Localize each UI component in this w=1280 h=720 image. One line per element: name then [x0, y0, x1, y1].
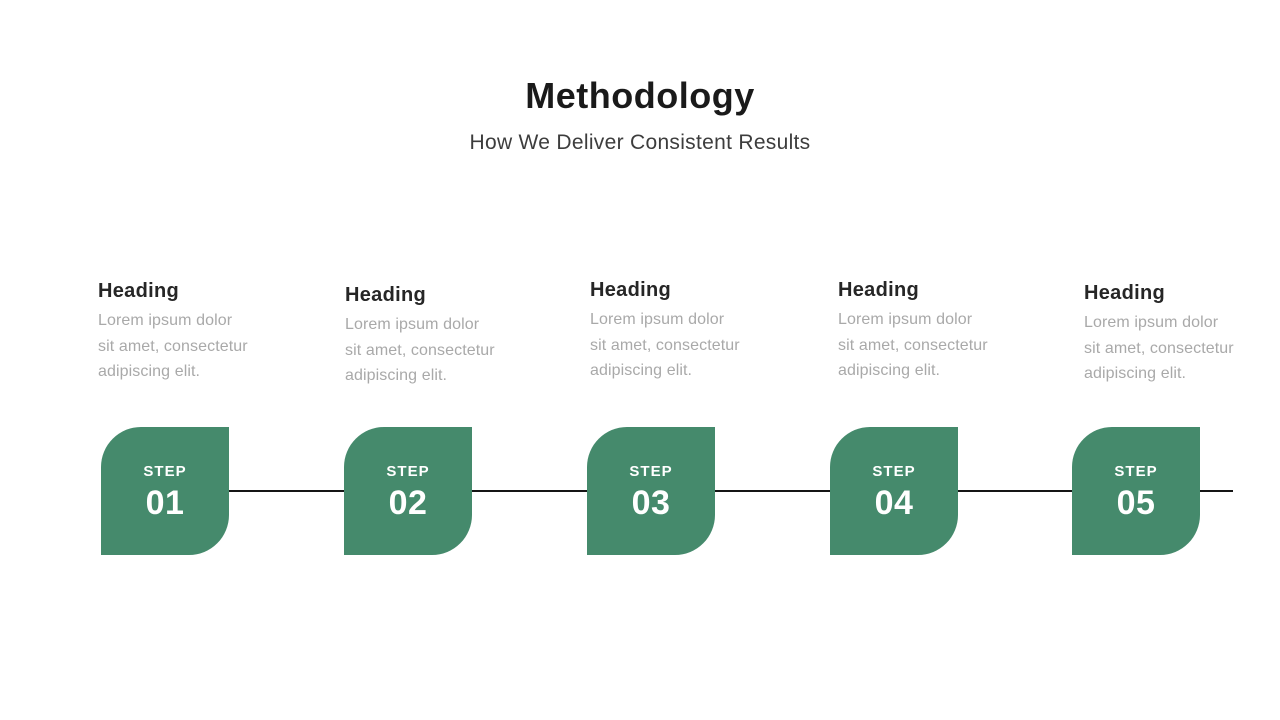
step-1-body-line-1: Lorem ipsum dolor: [98, 312, 233, 329]
step-5-heading: Heading: [1084, 282, 1165, 304]
step-3-text-block: Heading Lorem ipsum dolor sit amet, cons…: [590, 278, 770, 384]
step-4-body-line-2: sit amet, consectetur: [838, 336, 988, 354]
page-title: Methodology: [525, 75, 755, 116]
step-4-body-line-3: adipiscing elit.: [838, 362, 941, 379]
step-4-text-block: Heading Lorem ipsum dolor sit amet, cons…: [838, 278, 1018, 384]
step-3-body-line-3: adipiscing elit.: [590, 362, 693, 379]
step-2-body-line-2: sit amet, consectetur: [345, 341, 495, 359]
step-1-body: Lorem ipsum dolor sit amet, consectetur …: [98, 308, 278, 385]
step-4-badge: STEP 04: [830, 427, 958, 555]
step-4-body-line-1: Lorem ipsum dolor: [838, 311, 973, 328]
step-3-number: 03: [631, 483, 671, 522]
step-1-number: 01: [145, 483, 185, 522]
step-5-body-line-1: Lorem ipsum dolor: [1084, 314, 1219, 331]
step-1-body-line-3: adipiscing elit.: [98, 363, 201, 380]
step-1-heading: Heading: [98, 280, 179, 302]
step-3-heading: Heading: [590, 279, 671, 301]
step-2-body-line-1: Lorem ipsum dolor: [345, 316, 480, 333]
step-3-label: STEP: [629, 462, 673, 480]
step-5-number: 05: [1116, 483, 1156, 522]
step-5-body-line-2: sit amet, consectetur: [1084, 339, 1234, 357]
step-2-heading: Heading: [345, 284, 426, 306]
step-3-body: Lorem ipsum dolor sit amet, consectetur …: [590, 307, 770, 384]
step-5-label: STEP: [1114, 462, 1158, 480]
step-1-badge: STEP 01: [101, 427, 229, 555]
step-3-badge: STEP 03: [587, 427, 715, 555]
step-2-body: Lorem ipsum dolor sit amet, consectetur …: [345, 312, 525, 389]
step-2-label: STEP: [386, 462, 430, 480]
step-5-body: Lorem ipsum dolor sit amet, consectetur …: [1084, 310, 1264, 387]
step-4-body: Lorem ipsum dolor sit amet, consectetur …: [838, 307, 1018, 384]
step-1-text-block: Heading Lorem ipsum dolor sit amet, cons…: [98, 279, 278, 385]
step-5-badge: STEP 05: [1072, 427, 1200, 555]
step-4-label: STEP: [872, 462, 916, 480]
step-5-body-line-3: adipiscing elit.: [1084, 365, 1187, 382]
step-5-text-block: Heading Lorem ipsum dolor sit amet, cons…: [1084, 281, 1264, 387]
step-2-body-line-3: adipiscing elit.: [345, 367, 448, 384]
step-2-number: 02: [388, 483, 428, 522]
step-1-body-line-2: sit amet, consectetur: [98, 337, 248, 355]
step-2-text-block: Heading Lorem ipsum dolor sit amet, cons…: [345, 283, 525, 389]
page-subtitle: How We Deliver Consistent Results: [469, 131, 811, 154]
step-3-body-line-2: sit amet, consectetur: [590, 336, 740, 354]
step-4-number: 04: [874, 483, 914, 522]
step-3-body-line-1: Lorem ipsum dolor: [590, 311, 725, 328]
step-2-badge: STEP 02: [344, 427, 472, 555]
step-4-heading: Heading: [838, 279, 919, 301]
step-1-label: STEP: [143, 462, 187, 480]
